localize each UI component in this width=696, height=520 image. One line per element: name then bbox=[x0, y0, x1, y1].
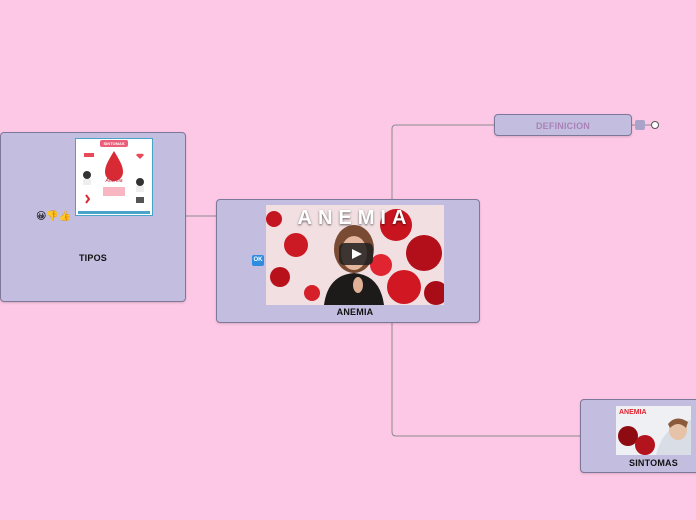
notes-icon[interactable] bbox=[635, 120, 645, 130]
infographic-brand: Anemia bbox=[105, 178, 123, 184]
sintomas-node[interactable]: ANEMIA SINTOMAS bbox=[580, 399, 696, 473]
blood-cells-image bbox=[266, 205, 444, 305]
infographic-image: SINTOMAS Anemia bbox=[75, 138, 153, 216]
emoji-reactions: 😀👎👍 bbox=[36, 211, 72, 222]
sintomas-thumb-text: ANEMIA bbox=[619, 409, 647, 416]
play-icon[interactable] bbox=[339, 243, 373, 265]
central-label: ANEMIA bbox=[336, 307, 374, 317]
link-sintomas bbox=[391, 323, 580, 437]
link-definicion bbox=[391, 124, 494, 199]
video-title: ANEMIA bbox=[297, 207, 413, 229]
tipos-node[interactable]: SINTOMAS Anemia 😀👎👍 TIPOS bbox=[0, 132, 186, 302]
tipos-label: TIPOS bbox=[78, 253, 107, 263]
anemia-photo bbox=[616, 406, 691, 455]
definicion-label: DEFINICION bbox=[535, 121, 590, 131]
ok-badge: OK bbox=[252, 255, 264, 266]
infographic-header: SINTOMAS bbox=[100, 140, 128, 147]
definicion-node[interactable]: DEFINICION bbox=[494, 114, 632, 136]
sintomas-image: ANEMIA bbox=[616, 406, 691, 455]
blood-drop-icon bbox=[78, 151, 150, 214]
sintomas-label: SINTOMAS bbox=[629, 458, 678, 468]
video-thumbnail[interactable]: ANEMIA bbox=[266, 205, 444, 305]
collapse-toggle-icon[interactable] bbox=[651, 121, 659, 129]
